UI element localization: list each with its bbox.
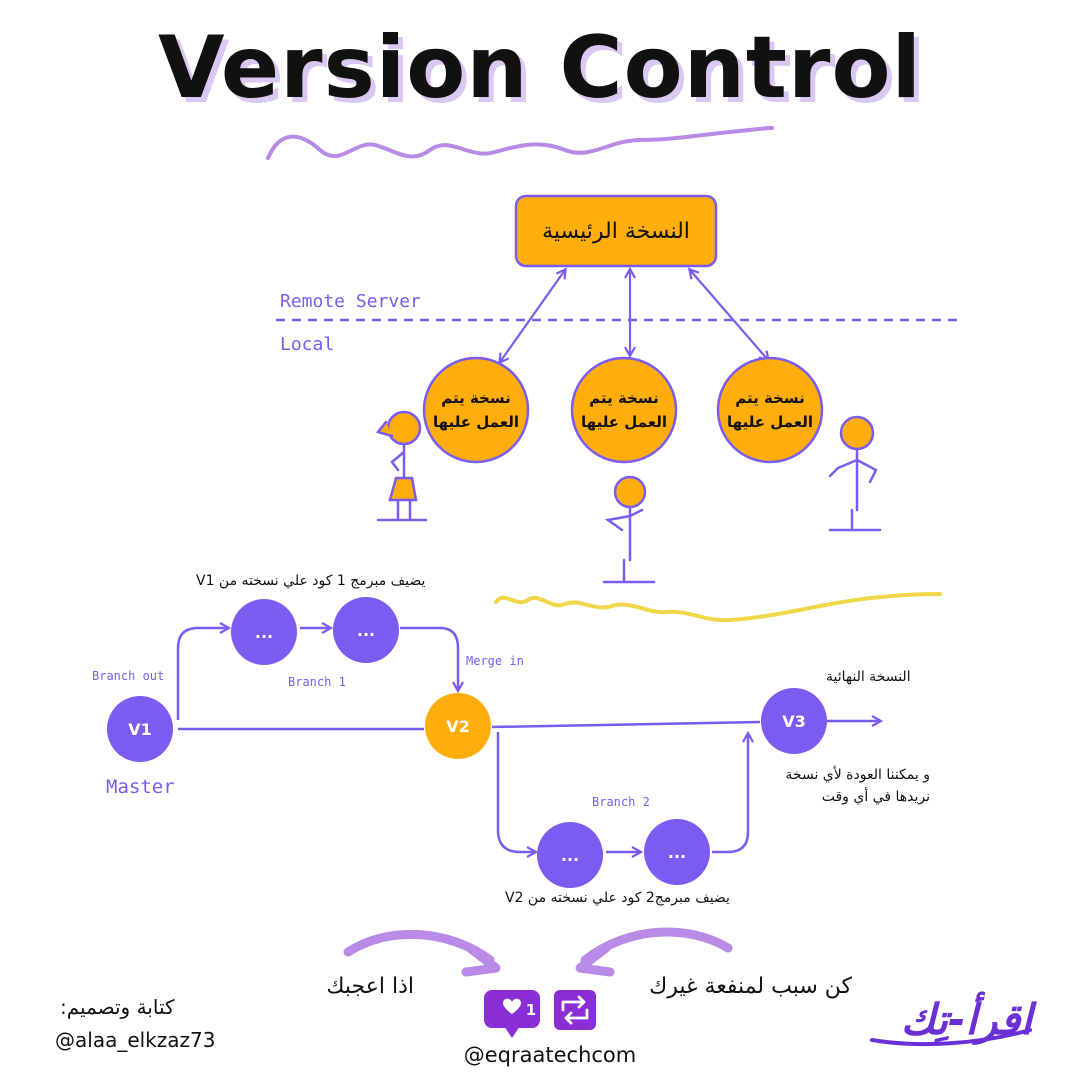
credit-label: كتابة وتصميم: bbox=[60, 995, 175, 1019]
working-copy-circle-right bbox=[716, 356, 824, 464]
cta-left-text: اذا اعجبك bbox=[326, 974, 414, 999]
working-copy-label-left: نسخة يتم العمل عليها bbox=[424, 386, 528, 434]
working-copy-line1: نسخة يتم bbox=[589, 389, 659, 407]
working-copy-line1: نسخة يتم bbox=[735, 389, 805, 407]
like-badge-tail bbox=[504, 1026, 520, 1038]
return-note: و يمكننا العودة لأي نسخة نريدها في أي وق… bbox=[785, 764, 930, 808]
merge-in-label: Merge in bbox=[466, 654, 524, 668]
developer-figure-left bbox=[375, 410, 428, 522]
credit-handle[interactable]: @alaa_elkzaz73 bbox=[55, 1028, 216, 1052]
sync-arrow-right bbox=[690, 270, 768, 360]
branch2-node-1-label: ... bbox=[561, 846, 579, 865]
working-copy-line2: العمل عليها bbox=[433, 413, 519, 431]
branch2-node-2-label: ... bbox=[668, 843, 686, 862]
branch2-label: Branch 2 bbox=[592, 795, 650, 809]
return-note-line2: نريدها في أي وقت bbox=[821, 789, 930, 805]
v3-label: V3 bbox=[782, 712, 806, 731]
cta-arrow-right-head bbox=[575, 943, 615, 977]
v2-label: V2 bbox=[446, 717, 470, 736]
final-version-label: النسخة النهائية bbox=[826, 669, 911, 685]
page-title: Version Control bbox=[157, 18, 922, 118]
master-label: Master bbox=[106, 776, 175, 798]
branch2-merge-arrow bbox=[712, 734, 748, 854]
main-copy-box bbox=[514, 194, 718, 268]
working-copy-line1: نسخة يتم bbox=[441, 389, 511, 407]
branch1-node-1-label: ... bbox=[255, 623, 273, 642]
cta-arrow-left-head bbox=[461, 943, 501, 977]
local-label: Local bbox=[280, 334, 335, 355]
instagram-handle[interactable]: @eqraatechcom bbox=[463, 1043, 637, 1067]
v1-label: V1 bbox=[128, 720, 152, 739]
working-copy-label-middle: نسخة يتم العمل عليها bbox=[572, 386, 676, 434]
master-line-v2-v3 bbox=[491, 720, 761, 729]
working-copy-circle-left bbox=[422, 356, 530, 464]
branch1-label: Branch 1 bbox=[288, 675, 346, 689]
brand-logo: اقرأ-تِك bbox=[900, 995, 1032, 1044]
brand-logo-swoosh bbox=[870, 1028, 1032, 1047]
branch2-out-arrow bbox=[496, 732, 535, 852]
working-copy-label-right: نسخة يتم العمل عليها bbox=[718, 386, 822, 434]
like-count: 1 bbox=[526, 1001, 536, 1019]
branch1-note: يضيف مبرمج 1 كود علي نسخته من V1 bbox=[196, 573, 426, 589]
v1-node bbox=[107, 696, 173, 762]
branch1-node-2 bbox=[333, 597, 399, 663]
branch1-node-2-label: ... bbox=[357, 621, 375, 640]
working-copy-line2: العمل عليها bbox=[581, 413, 667, 431]
branch-out-label: Branch out bbox=[92, 669, 165, 683]
v3-node bbox=[761, 688, 827, 754]
remote-server-label: Remote Server bbox=[280, 291, 421, 312]
v2-node bbox=[425, 693, 491, 759]
developer-figure-right bbox=[828, 415, 882, 532]
branch2-node-1 bbox=[537, 822, 603, 888]
working-copy-line2: العمل عليها bbox=[727, 413, 813, 431]
title-underline-squiggle bbox=[266, 126, 774, 160]
heart-icon bbox=[503, 998, 521, 1014]
return-note-line1: و يمكننا العودة لأي نسخة bbox=[785, 767, 930, 783]
repost-badge bbox=[554, 990, 596, 1030]
main-copy-label: النسخة الرئيسية bbox=[542, 218, 690, 244]
section-divider-squiggle bbox=[494, 592, 942, 623]
working-copy-circle-middle bbox=[570, 356, 678, 464]
developer-figure-middle bbox=[602, 475, 656, 584]
sync-arrow-left bbox=[500, 270, 565, 362]
merge-in-arrow bbox=[400, 626, 458, 690]
repost-icon bbox=[561, 995, 589, 1025]
branch1-out-arrow bbox=[176, 628, 228, 720]
cta-right-text: كن سبب لمنفعة غيرك bbox=[649, 974, 852, 999]
branch2-node-2 bbox=[644, 819, 710, 885]
branch2-note: يضيف مبرمج2 كود علي نسخته من V2 bbox=[505, 890, 730, 906]
branch1-node-1 bbox=[231, 599, 297, 665]
